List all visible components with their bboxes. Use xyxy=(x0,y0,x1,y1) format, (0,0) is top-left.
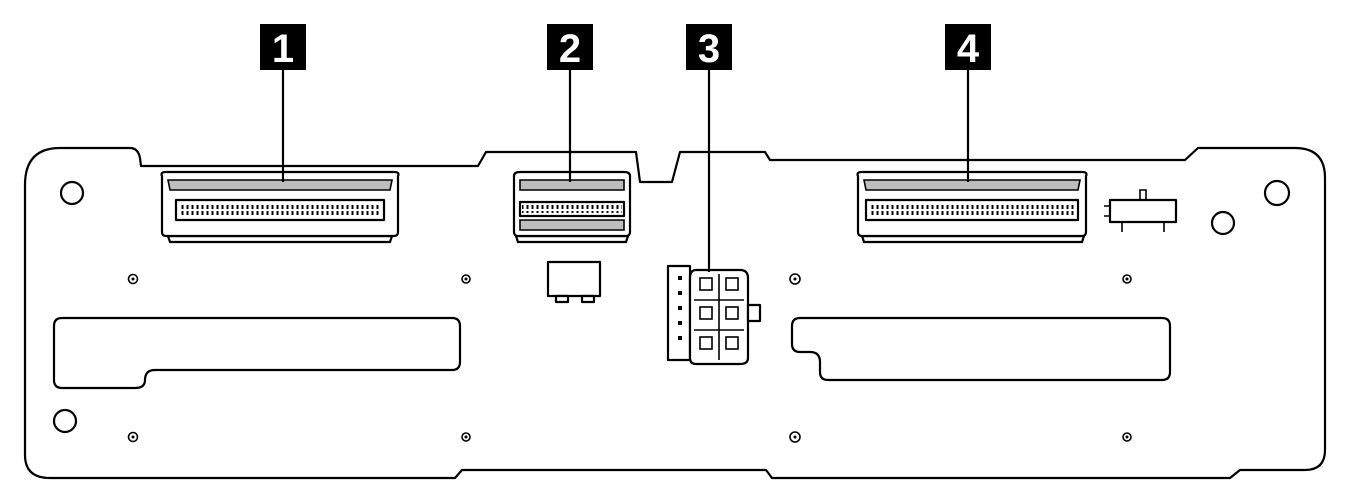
callout-4: 4 xyxy=(945,24,991,71)
svg-text:1: 1 xyxy=(272,27,294,71)
callout-1: 1 xyxy=(260,24,306,71)
svg-text:2: 2 xyxy=(559,27,581,71)
connector-1-wide xyxy=(160,170,400,244)
right-cutout xyxy=(790,316,1172,382)
small-component xyxy=(546,260,602,304)
connector-3-power xyxy=(666,264,762,366)
left-cutout xyxy=(52,316,462,390)
connector-4-wide xyxy=(856,170,1088,244)
backplane-board-outline xyxy=(23,146,1327,480)
mounting-holes xyxy=(52,179,1291,434)
fan-header-icon xyxy=(1104,189,1178,232)
screw-points xyxy=(127,273,1132,443)
callout-2: 2 xyxy=(547,24,593,71)
svg-text:4: 4 xyxy=(957,27,980,71)
connector-2-narrow xyxy=(512,170,632,244)
svg-text:3: 3 xyxy=(698,27,720,71)
callout-3: 3 xyxy=(686,24,732,71)
